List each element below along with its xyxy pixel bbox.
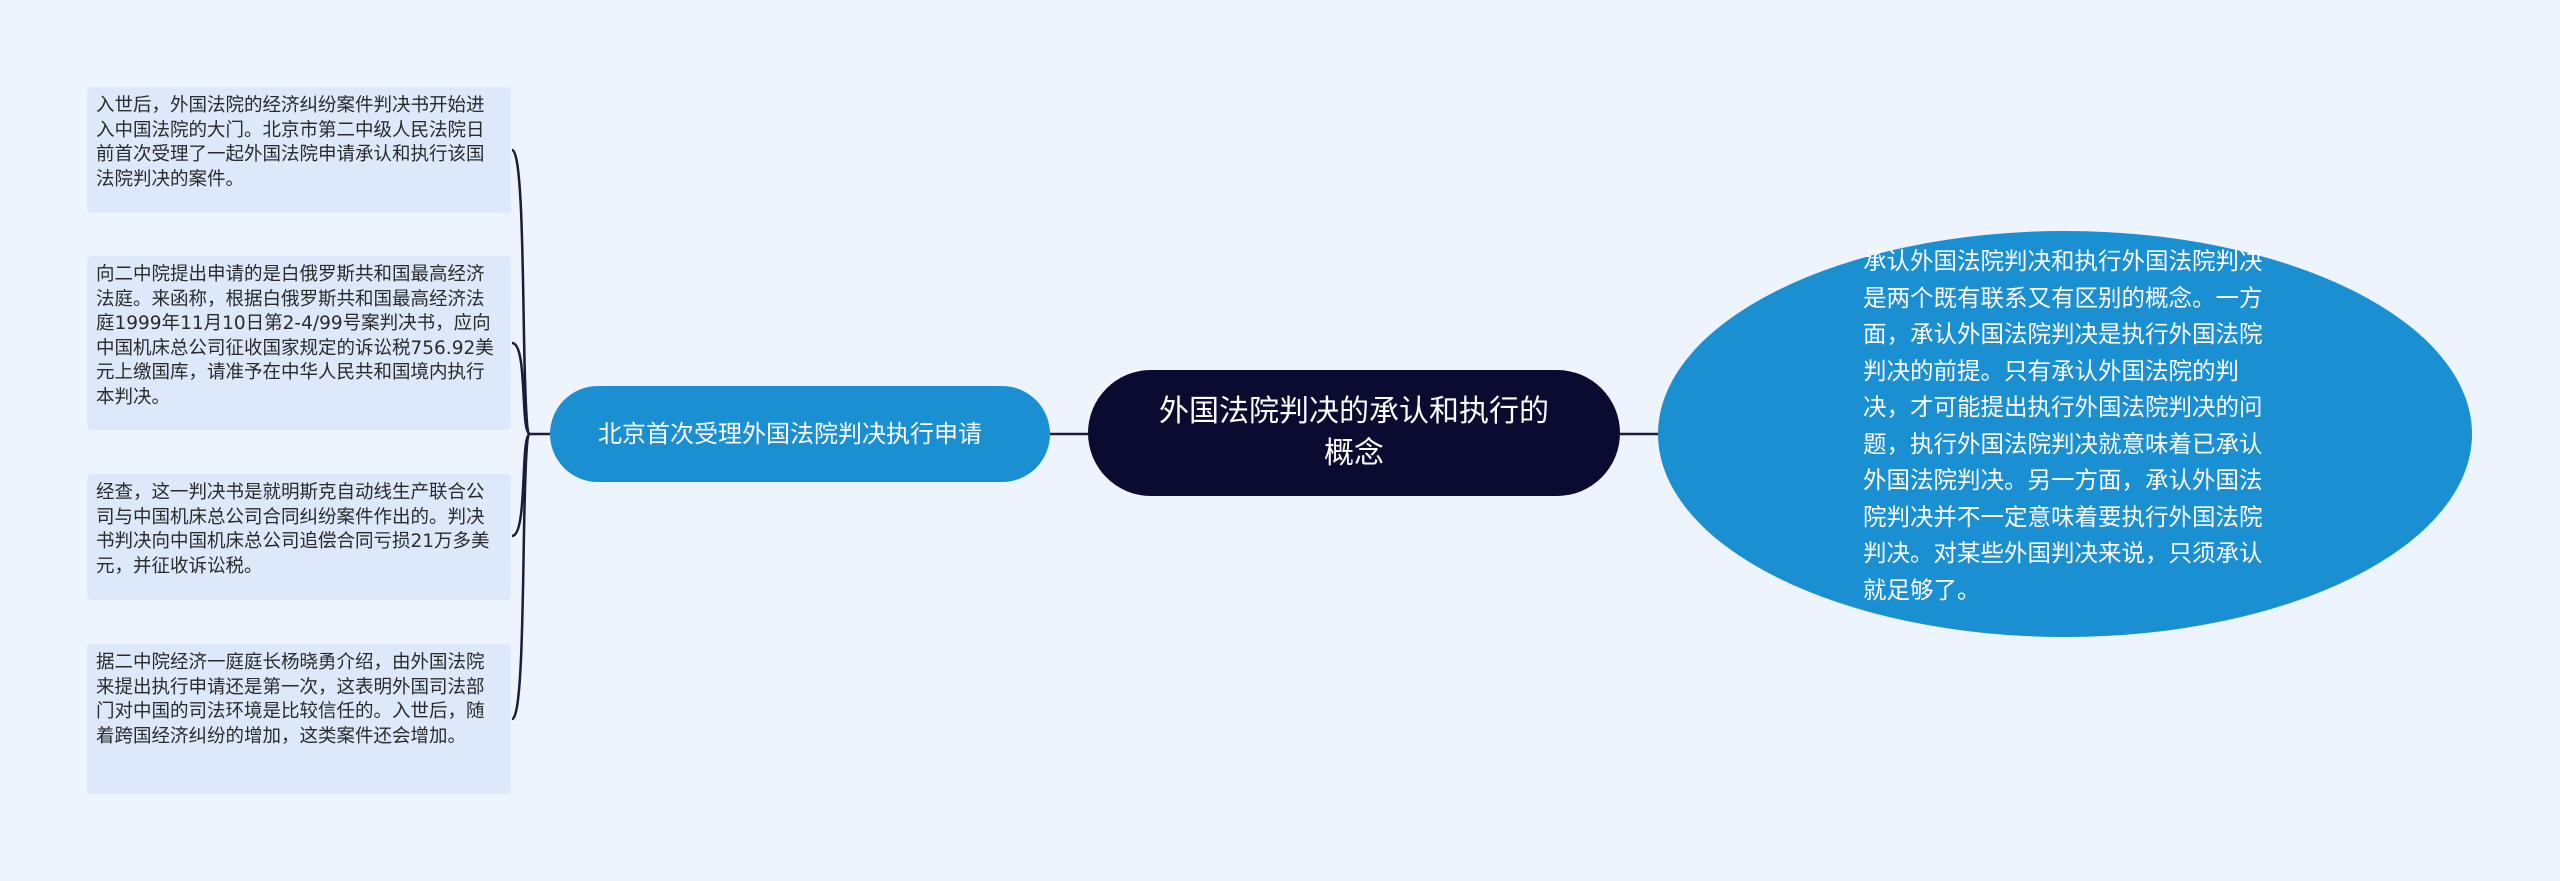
branch-node[interactable]: 北京首次受理外国法院判决执行申请 <box>550 386 1050 482</box>
leaf-node-2[interactable]: 向二中院提出申请的是白俄罗斯共和国最高经济法庭。来函称，根据白俄罗斯共和国最高经… <box>87 256 511 430</box>
leaf-node-text: 入世后，外国法院的经济纠纷案件判决书开始进入中国法院的大门。北京市第二中级人民法… <box>96 95 485 190</box>
connector-leaf-1 <box>510 148 532 436</box>
connector-leaf-2 <box>511 341 532 436</box>
root-node-label: 外国法院判决的承认和执行的概念 <box>1159 394 1549 471</box>
leaf-node-text: 经查，这一判决书是就明斯克自动线生产联合公司与中国机床总公司合同纠纷案件作出的。… <box>96 482 490 577</box>
branch-node-label: 北京首次受理外国法院判决执行申请 <box>598 420 982 448</box>
root-node[interactable]: 外国法院判决的承认和执行的概念 <box>1088 370 1620 496</box>
leaf-node-text: 据二中院经济一庭庭长杨晓勇介绍，由外国法院来提出执行申请还是第一次，这表明外国司… <box>96 652 485 747</box>
leaf-node-4[interactable]: 据二中院经济一庭庭长杨晓勇介绍，由外国法院来提出执行申请还是第一次，这表明外国司… <box>87 644 511 794</box>
leaf-node-text: 向二中院提出申请的是白俄罗斯共和国最高经济法庭。来函称，根据白俄罗斯共和国最高经… <box>96 264 494 408</box>
detail-node-text: 承认外国法院判决和执行外国法院判决是两个既有联系又有区别的概念。一方面，承认外国… <box>1863 247 2263 604</box>
connector-leaf-4 <box>510 432 532 721</box>
leaf-node-1[interactable]: 入世后，外国法院的经济纠纷案件判决书开始进入中国法院的大门。北京市第二中级人民法… <box>87 87 511 213</box>
detail-node[interactable]: 承认外国法院判决和执行外国法院判决是两个既有联系又有区别的概念。一方面，承认外国… <box>1658 231 2472 637</box>
leaf-node-3[interactable]: 经查，这一判决书是就明斯克自动线生产联合公司与中国机床总公司合同纠纷案件作出的。… <box>87 474 511 600</box>
